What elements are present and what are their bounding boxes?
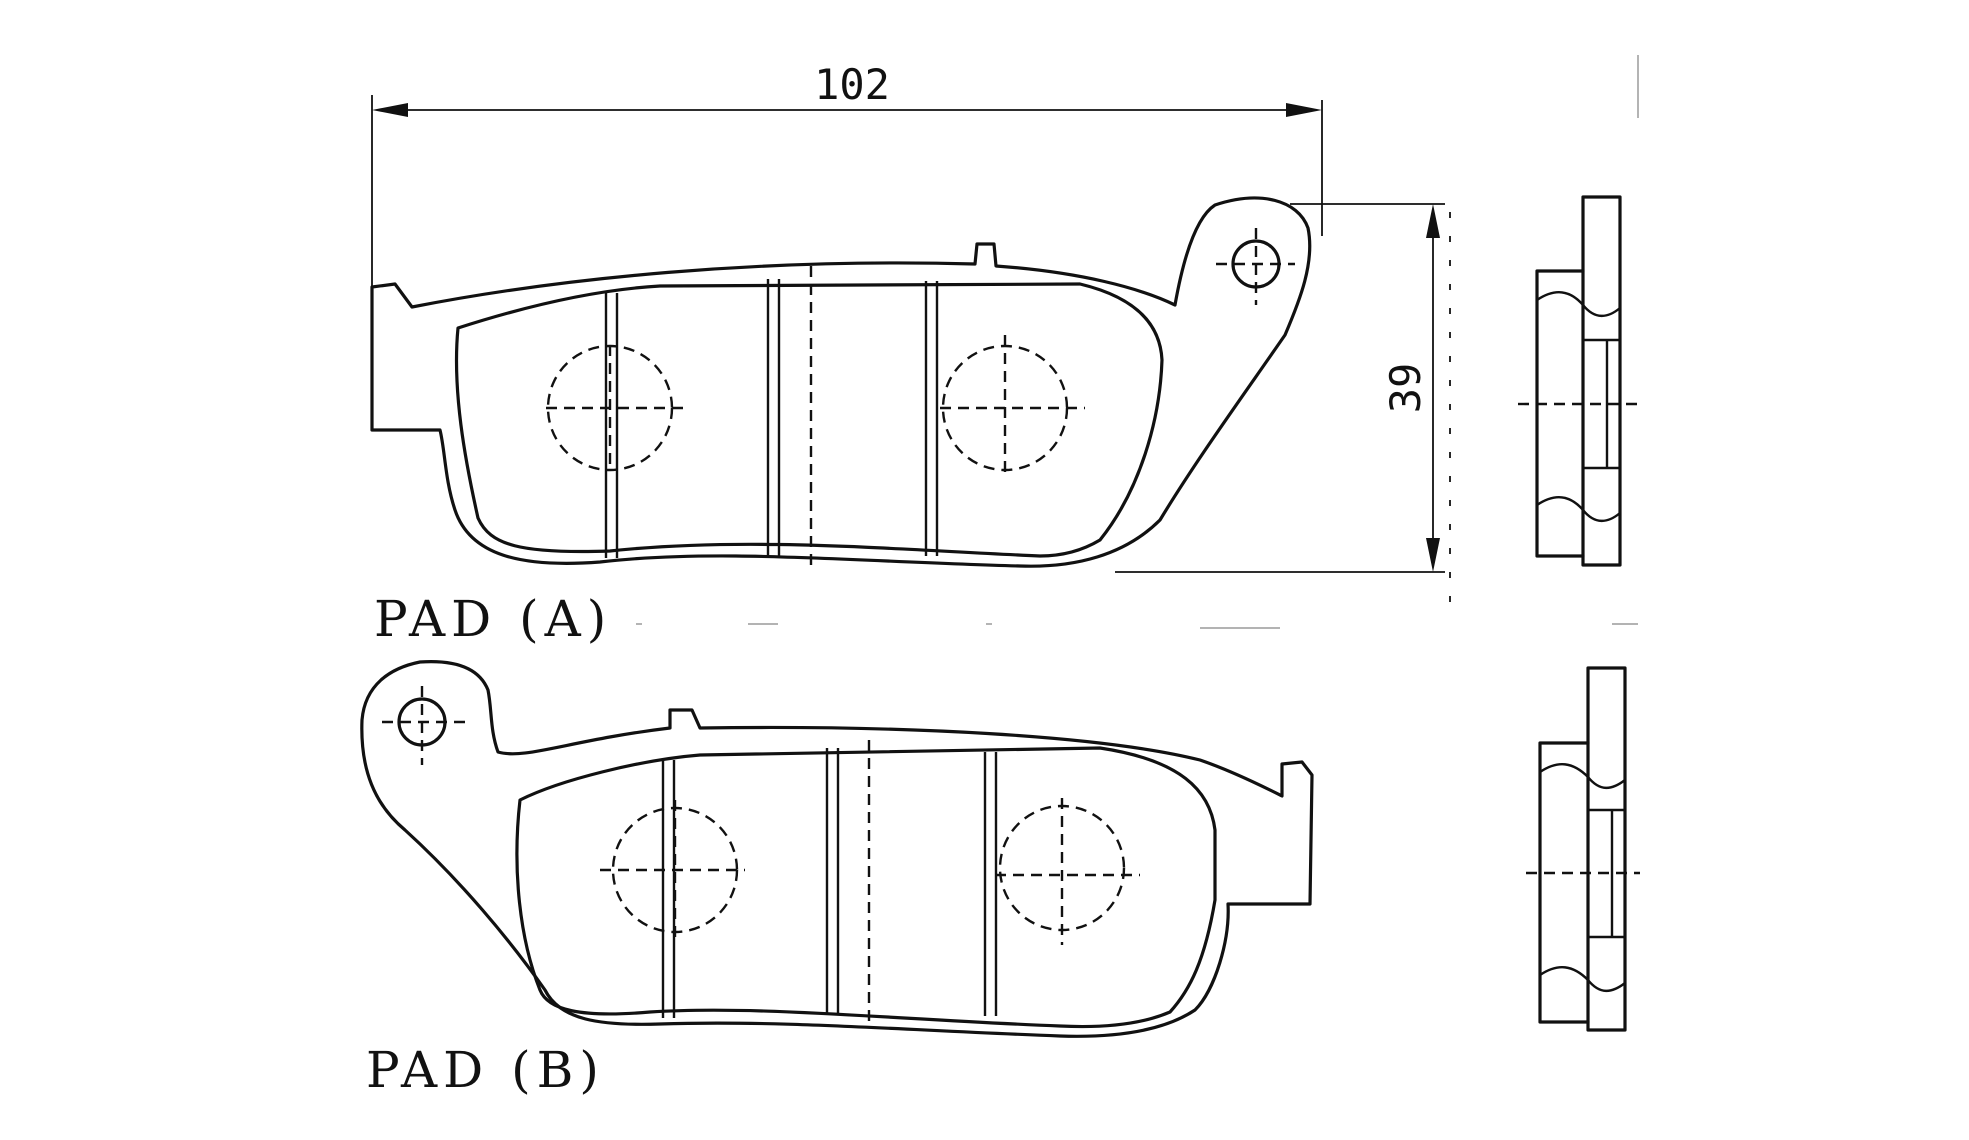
pad-a-friction-pad bbox=[454, 282, 1164, 558]
height-dimension: 39 bbox=[1115, 203, 1451, 620]
pad-a-side-view bbox=[1518, 195, 1640, 567]
width-dimension: 102 bbox=[371, 60, 1323, 290]
pad-b-label: PAD (B) bbox=[366, 1041, 605, 1099]
pad-b-friction-pad bbox=[515, 746, 1217, 1029]
height-dimension-label: 39 bbox=[1381, 363, 1430, 414]
scan-artifacts bbox=[636, 55, 1639, 629]
pad-a-front-view bbox=[370, 196, 1312, 568]
pad-a-label: PAD (A) bbox=[374, 590, 612, 648]
width-dimension-label: 102 bbox=[814, 60, 890, 109]
pad-b-front-view bbox=[360, 660, 1314, 1038]
pad-b-backing-plate bbox=[360, 660, 1314, 1038]
pad-a-backing-plate bbox=[370, 196, 1312, 568]
pad-b-side-view bbox=[1526, 666, 1640, 1032]
